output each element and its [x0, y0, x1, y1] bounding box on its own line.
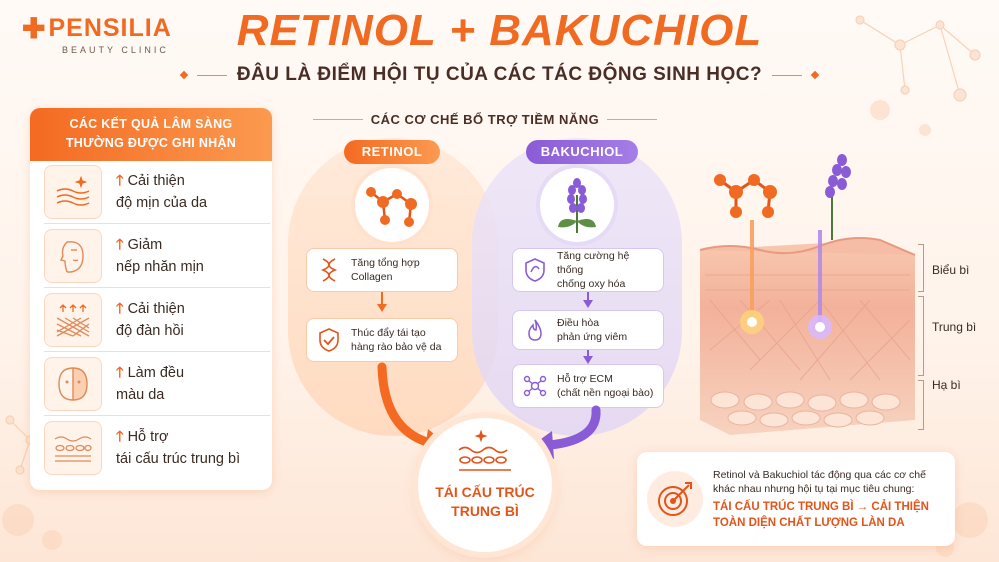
bakuchiol-step: Tăng cường hệ thống chống oxy hóa	[512, 248, 664, 292]
antioxidant-shield-icon	[521, 256, 549, 284]
benefit-line2: màu da	[116, 386, 165, 403]
mechanisms-heading: CÁC CƠ CHẾ BỔ TRỢ TIỀM NĂNG	[370, 112, 600, 127]
arrow-down-icon	[583, 300, 593, 308]
conclusion-box: Retinol và Bakuchiol tác động qua các cơ…	[637, 452, 955, 546]
skin-cross-section	[699, 154, 916, 435]
step-line2: (chất nền ngoại bào)	[557, 387, 654, 399]
result-line2: TRUNG BÌ	[451, 503, 519, 519]
layer-bracket	[918, 380, 924, 430]
benefit-line2: tái cấu trúc trung bì	[116, 451, 241, 467]
conclusion-line2: khác nhau nhưng hội tụ tại mục tiêu chun…	[713, 482, 915, 495]
result-badge	[418, 418, 552, 552]
result-label: TÁI CẤU TRÚC TRUNG BÌ	[418, 483, 552, 521]
brand-name: PENSILIA	[48, 14, 172, 42]
network-icon	[521, 372, 549, 400]
benefit-line2: độ mịn của da	[116, 194, 208, 211]
diamond-icon	[810, 70, 820, 80]
benefit-line1: Cải thiện	[127, 172, 185, 189]
heading-line: CÁC KẾT QUẢ LÂM SÀNG	[69, 117, 233, 131]
clinical-results-panel: CÁC KẾT QUẢ LÂM SÀNG THƯỜNG ĐƯỢC GHI NHẬ…	[30, 108, 272, 490]
step-line2: hàng rào bảo vệ da	[351, 341, 442, 353]
step-line1: Hỗ trợ ECM	[557, 373, 613, 385]
step-line1: Tăng cường hệ thống	[557, 250, 630, 276]
dna-icon	[315, 256, 343, 284]
target-icon	[647, 471, 703, 527]
brand-tagline: BEAUTY CLINIC	[62, 45, 169, 55]
benefit-line2: nếp nhăn mịn	[116, 258, 204, 275]
divider	[607, 119, 658, 120]
label-epidermis: Biểu bì	[932, 263, 970, 277]
mechanisms-heading-row: CÁC CƠ CHẾ BỔ TRỢ TIỀM NĂNG	[300, 112, 670, 127]
bakuchiol-step: Điều hòa phản ứng viêm	[512, 310, 664, 350]
step-line1: Thúc đẩy tái tạo	[351, 327, 426, 339]
retinol-label: RETINOL	[344, 140, 440, 164]
divider	[772, 74, 803, 76]
arrow-down-icon	[583, 356, 593, 364]
elastic-mesh-icon	[44, 292, 102, 347]
page-subtitle: ĐÂU LÀ ĐIỂM HỘI TỤ CỦA CÁC TÁC ĐỘNG SINH…	[236, 64, 763, 85]
benefit-line2: độ đàn hồi	[116, 322, 184, 339]
divider	[196, 74, 227, 76]
dermis-result-icon	[458, 429, 511, 471]
step-line1: Điều hòa	[557, 317, 600, 329]
flame-icon	[521, 316, 549, 344]
arrow-down-icon	[377, 304, 387, 312]
brand-logo: ✚ PENSILIA BEAUTY CLINIC	[22, 14, 172, 55]
conclusion-highlight: TÁI CẤU TRÚC TRUNG BÌ → CẢI THIỆN TOÀN D…	[713, 499, 929, 531]
logo-plus-icon: ✚	[22, 12, 47, 44]
layer-bracket	[918, 296, 924, 376]
subtitle-row: ĐÂU LÀ ĐIỂM HỘI TỤ CỦA CÁC TÁC ĐỘNG SINH…	[0, 64, 999, 86]
step-line2: chống oxy hóa	[557, 278, 626, 290]
label-dermis: Trung bì	[932, 320, 977, 334]
benefit-line1: Cải thiện	[127, 300, 185, 317]
connector	[381, 292, 383, 306]
highlight-line1: TÁI CẤU TRÚC TRUNG BÌ → CẢI THIỆN	[713, 500, 929, 513]
page-title: RETINOL + BAKUCHIOL	[236, 6, 763, 55]
diamond-icon	[179, 70, 189, 80]
bakuchiol-plant-icon	[540, 168, 614, 242]
face-wrinkle-icon	[44, 228, 102, 283]
retinol-step: Thúc đẩy tái tạo hàng rào bảo vệ da	[306, 318, 458, 362]
dermis-layer-icon	[44, 421, 102, 475]
clinical-results-heading: CÁC KẾT QUẢ LÂM SÀNG THƯỜNG ĐƯỢC GHI NHẬ…	[30, 108, 272, 161]
retinol-molecule-icon	[355, 168, 429, 242]
connector	[587, 350, 589, 358]
half-face-icon	[44, 356, 102, 411]
step-line2: phản ứng viêm	[557, 331, 628, 343]
divider	[312, 119, 363, 120]
heading-line: THƯỜNG ĐƯỢC GHI NHẬN	[65, 136, 237, 150]
conclusion-line1: Retinol và Bakuchiol tác động qua các cơ…	[713, 468, 926, 481]
connector	[587, 292, 589, 302]
step-line2: Collagen	[351, 271, 393, 283]
highlight-line2: TOÀN DIỆN CHẤT LƯỢNG LÀN DA	[713, 516, 905, 529]
skin-smooth-icon	[44, 164, 102, 219]
shield-check-icon	[315, 326, 343, 354]
benefit-line1: Hỗ trợ	[127, 429, 169, 445]
step-line1: Tăng tổng hợp	[351, 257, 420, 269]
bakuchiol-label: BAKUCHIOL	[526, 140, 638, 164]
benefit-line1: Làm đều	[127, 364, 185, 381]
layer-bracket	[918, 244, 924, 292]
conclusion-text: Retinol và Bakuchiol tác động qua các cơ…	[713, 468, 929, 496]
bakuchiol-step: Hỗ trợ ECM (chất nền ngoại bào)	[512, 364, 664, 408]
result-line1: TÁI CẤU TRÚC	[435, 484, 535, 500]
label-hypodermis: Hạ bì	[932, 378, 961, 392]
benefit-line1: Giảm	[127, 236, 163, 253]
